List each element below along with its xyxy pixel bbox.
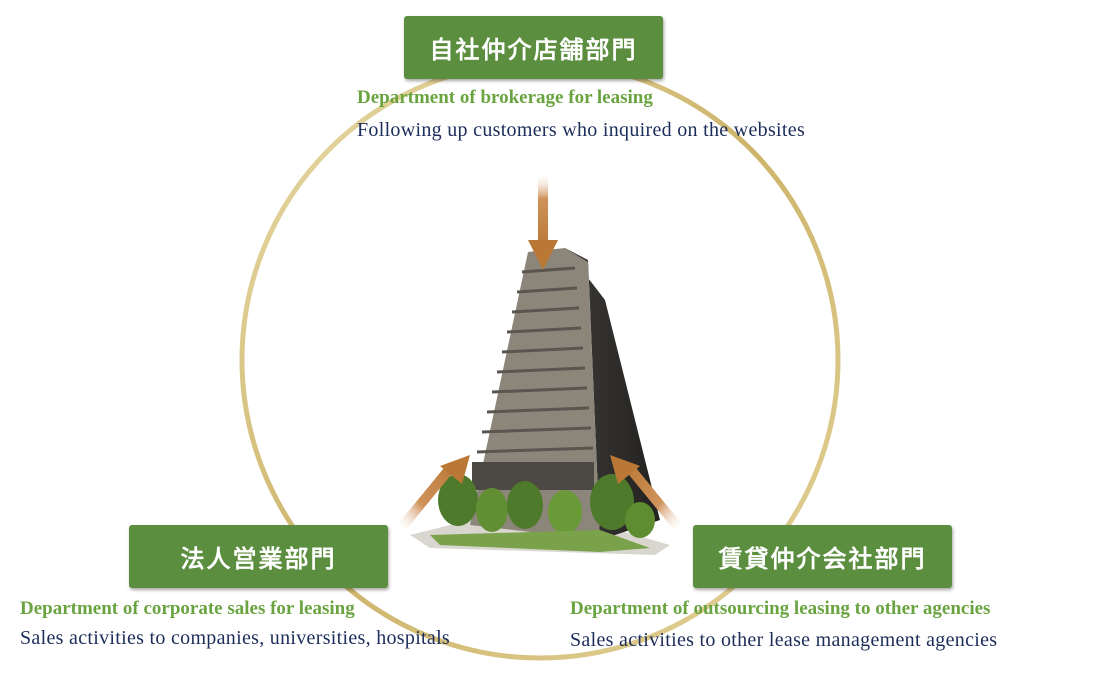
badge-brokerage-label: 自社仲介店舗部門 — [429, 36, 638, 64]
arrow-up-right-icon — [398, 455, 470, 531]
badge-outsourcing-label: 賃貸仲介会社部門 — [718, 545, 927, 573]
arrow-up-left-icon — [610, 455, 682, 531]
arrow-down-icon — [528, 172, 558, 270]
dept-brokerage-title: Department of brokerage for leasing — [357, 87, 653, 108]
badge-corporate-label: 法人営業部門 — [180, 545, 337, 573]
dept-brokerage-description: Following up customers who inquired on t… — [357, 119, 806, 141]
dept-corporate-description: Sales activities to companies, universit… — [20, 627, 451, 649]
badge-brokerage-dept: 自社仲介店舗部門 — [404, 16, 663, 79]
trees — [438, 474, 655, 538]
badge-corporate-dept: 法人営業部門 — [129, 525, 388, 588]
dept-corporate-title: Department of corporate sales for leasin… — [20, 598, 355, 619]
building-floors — [476, 266, 594, 454]
badge-outsourcing-dept: 賃貸仲介会社部門 — [693, 525, 952, 588]
dept-outsourcing-title: Department of outsourcing leasing to oth… — [570, 598, 991, 619]
dept-outsourcing-description: Sales activities to other lease manageme… — [570, 629, 998, 651]
